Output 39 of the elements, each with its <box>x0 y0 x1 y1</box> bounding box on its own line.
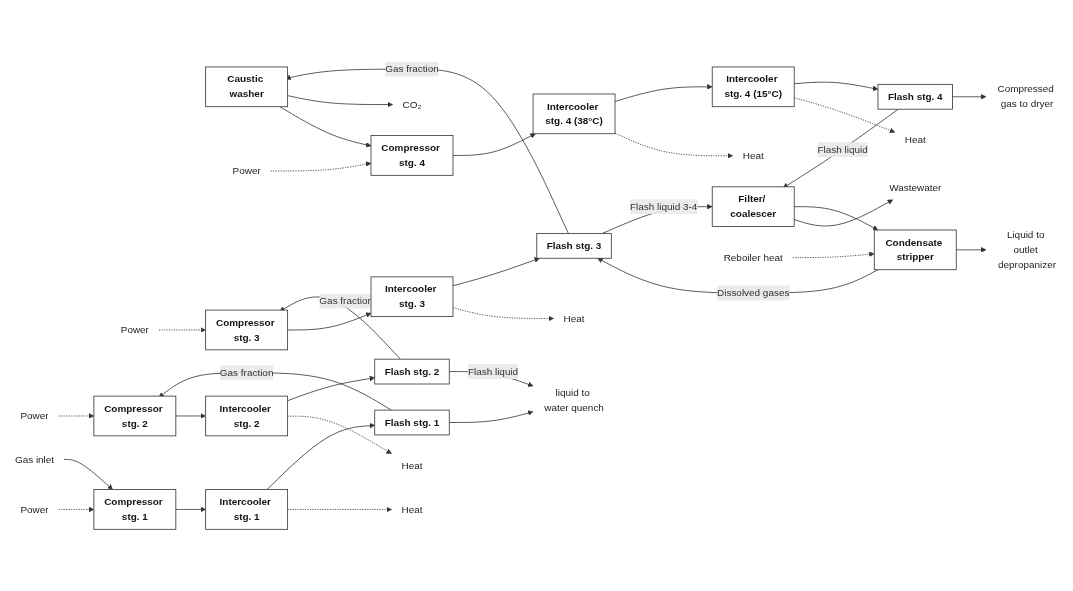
edge-label: Flash liquid <box>817 144 868 155</box>
node-box: Flash stg. 4 <box>877 83 953 110</box>
edge-label: Gas fraction <box>319 295 373 307</box>
node-box: Caustic washer <box>205 66 289 108</box>
node-text: Heat <box>742 150 764 161</box>
node-box: Compressor stg. 3 <box>205 309 289 351</box>
node-text: Power <box>20 410 49 421</box>
node-text: Heat <box>401 460 423 471</box>
node-text: Heat <box>904 134 926 146</box>
node-box: Intercooler stg. 4 (15°C) <box>711 66 795 108</box>
node-box: Flash stg. 3 <box>536 233 612 259</box>
node-text: Reboiler heat <box>723 252 783 263</box>
edge-label: Gas fraction <box>219 367 274 378</box>
node-text: liquid to water quench <box>544 387 604 414</box>
node-box: Compressor stg. 4 <box>370 135 454 176</box>
node-box: Filter/ coalescer <box>711 186 795 227</box>
node-text: Heat <box>563 312 585 324</box>
node-text: Gas inlet <box>14 453 55 465</box>
node-box: Intercooler stg. 4 (38°C) <box>532 93 616 135</box>
edge-label: Flash liquid 3-4 <box>629 201 698 212</box>
node-text: Heat <box>401 503 423 515</box>
node-box: Intercooler stg. 1 <box>205 489 289 530</box>
node-text: Power <box>20 503 49 515</box>
node-box: Flash stg. 2 <box>374 358 450 385</box>
node-text: Liquid to outlet depropanizer <box>998 229 1057 270</box>
edge-label: Dissolved gases <box>717 287 790 298</box>
edge-label: Gas fraction <box>385 63 439 75</box>
node-box: Flash stg. 1 <box>374 409 450 436</box>
node-box: Condensate stripper <box>873 229 957 271</box>
node-text: Power <box>120 324 149 335</box>
edge-label: Flash liquid <box>467 365 519 377</box>
node-text: CO₂ <box>402 98 422 110</box>
node-text: Compressed gas to dryer <box>997 83 1054 110</box>
node-box: Intercooler stg. 2 <box>205 395 289 437</box>
node-text: Power <box>232 165 261 176</box>
node-box: Intercooler stg. 3 <box>370 276 454 317</box>
node-text: Wastewater <box>889 181 942 193</box>
node-box: Compressor stg. 1 <box>93 489 177 530</box>
node-box: Compressor stg. 2 <box>93 395 177 437</box>
